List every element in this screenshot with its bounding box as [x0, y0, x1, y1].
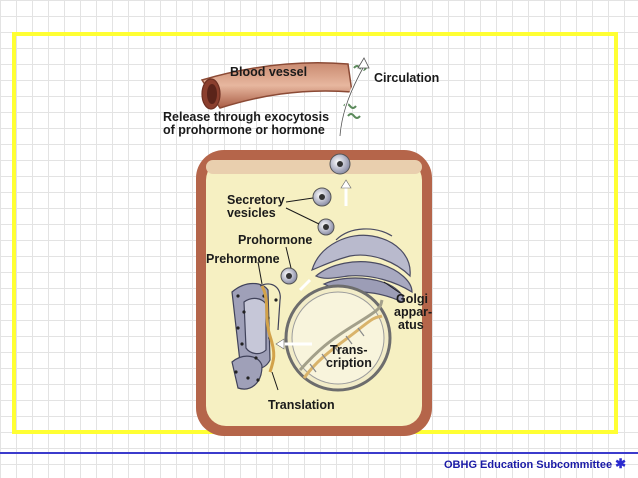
release-label-line2: of prohormone or hormone — [163, 123, 325, 137]
circulation-label: Circulation — [374, 71, 439, 85]
prehormone-label: Prehormone — [206, 252, 280, 266]
golgi-label-line3: atus — [398, 318, 424, 332]
golgi-apparatus-shape — [311, 228, 413, 303]
release-arrow — [340, 179, 352, 206]
secretory-vesicles-label-line1: Secretory — [227, 193, 285, 207]
circulation-arrow — [338, 57, 370, 137]
secretory-vesicle — [317, 218, 335, 236]
prohormone-label: Prohormone — [238, 233, 312, 247]
secretory-vesicles-label-line2: vesicles — [227, 206, 276, 220]
dna-helix — [298, 299, 384, 379]
footer-text: OBHG Education Subcommittee — [444, 459, 613, 471]
blood-vessel-label: Blood vessel — [230, 65, 307, 79]
nucleus-shape — [284, 284, 392, 392]
golgi-to-vesicle-arrow — [298, 278, 312, 292]
rough-er-shape — [231, 282, 281, 390]
golgi-label-line2: appar- — [394, 305, 432, 319]
leader-lines — [257, 197, 401, 391]
golgi-label-line1: Golgi — [396, 292, 428, 306]
polypeptide-chain — [260, 285, 276, 373]
footer: OBHG Education Subcommittee✱ — [444, 456, 626, 472]
transcription-label-line1: Trans- — [330, 343, 368, 357]
footer-divider — [0, 452, 638, 454]
release-label-line1: Release through exocytosis — [163, 110, 329, 124]
exocytosis-vesicle — [329, 153, 351, 175]
secretory-vesicle — [312, 187, 332, 207]
blood-vessel-shape — [200, 62, 353, 110]
prohormone-vesicle — [280, 267, 298, 285]
transcription-label-line2: cription — [326, 356, 372, 370]
asterisk-icon: ✱ — [615, 456, 626, 471]
translation-label: Translation — [268, 398, 335, 412]
transcription-arrow — [275, 338, 312, 350]
